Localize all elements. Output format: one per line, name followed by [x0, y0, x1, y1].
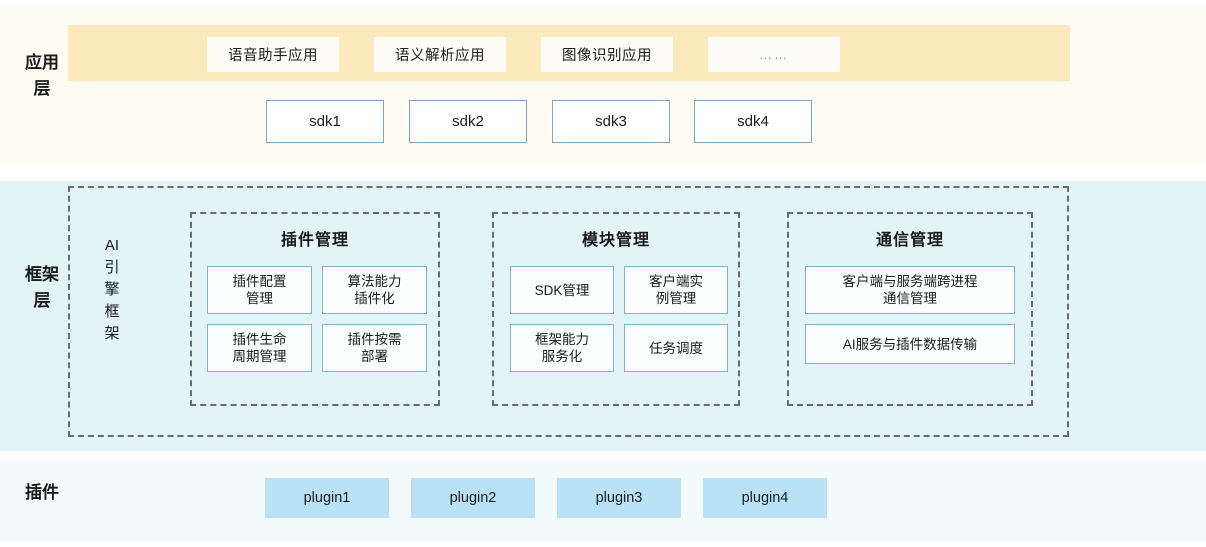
sdk-box-sdk1[interactable]: sdk1 [266, 100, 384, 143]
cell-ai-service-plugin-data-transfer[interactable]: AI服务与插件数据传输 [805, 324, 1015, 364]
app-box-voice-assistant[interactable]: 语音助手应用 [207, 37, 339, 72]
group-module-management: 模块管理 SDK管理 客户端实 例管理 框架能力 服务化 任务调度 [492, 212, 740, 406]
sdk-box-label: sdk4 [737, 113, 769, 130]
ellipsis-label: …… [759, 47, 789, 62]
plugin-box-label: plugin4 [741, 490, 789, 506]
plugin-box-label: plugin2 [449, 490, 497, 506]
group-title: 插件管理 [280, 232, 349, 249]
plugin-box-plugin2[interactable]: plugin2 [411, 478, 535, 518]
plugin-box-label: plugin1 [303, 490, 351, 506]
framework-layer-label: 框架 层 [25, 265, 59, 310]
plugin-box-plugin1[interactable]: plugin1 [265, 478, 389, 518]
plugin-box-plugin4[interactable]: plugin4 [703, 478, 827, 518]
sdk-box-label: sdk2 [452, 113, 484, 130]
sdk-box-sdk3[interactable]: sdk3 [552, 100, 670, 143]
app-box-label: 图像识别应用 [562, 48, 652, 64]
app-box-label: 语义解析应用 [395, 48, 485, 64]
group-plugin-management: 插件管理 插件配置 管理 算法能力 插件化 插件生命 周期管理 插件按需 部署 [190, 212, 440, 406]
cell-plugin-config-management[interactable]: 插件配置 管理 [207, 266, 312, 314]
plugin-box-plugin3[interactable]: plugin3 [557, 478, 681, 518]
ai-engine-framework-label: AI 引 擎 框 架 [104, 237, 120, 342]
cell-client-server-ipc-management[interactable]: 客户端与服务端跨进程 通信管理 [805, 266, 1015, 314]
sdk-box-sdk2[interactable]: sdk2 [409, 100, 527, 143]
group-title: 通信管理 [875, 232, 944, 249]
app-box-image-recognition[interactable]: 图像识别应用 [541, 37, 673, 72]
cell-framework-capability-servicing[interactable]: 框架能力 服务化 [510, 324, 614, 372]
cell-task-scheduling[interactable]: 任务调度 [624, 324, 728, 372]
framework-layer-band [0, 181, 1206, 451]
sdk-box-sdk4[interactable]: sdk4 [694, 100, 812, 143]
cell-client-instance-management[interactable]: 客户端实 例管理 [624, 266, 728, 314]
group-communication-management: 通信管理 客户端与服务端跨进程 通信管理 AI服务与插件数据传输 [787, 212, 1033, 406]
app-box-label: 语音助手应用 [228, 48, 318, 64]
app-box-more-ellipsis[interactable]: …… [708, 37, 840, 72]
cell-plugin-on-demand-deployment[interactable]: 插件按需 部署 [322, 324, 427, 372]
application-layer-label: 应用 层 [25, 53, 59, 98]
ai-engine-framework-container [68, 186, 1069, 437]
plugin-layer-label: 插件 [25, 483, 59, 502]
bottom-divider [0, 540, 1206, 541]
group-title: 模块管理 [581, 232, 650, 249]
sdk-box-label: sdk3 [595, 113, 627, 130]
plugin-box-label: plugin3 [595, 490, 643, 506]
cell-algorithm-capability-pluginization[interactable]: 算法能力 插件化 [322, 266, 427, 314]
cell-sdk-management[interactable]: SDK管理 [510, 266, 614, 314]
sdk-box-label: sdk1 [309, 113, 341, 130]
cell-plugin-lifecycle-management[interactable]: 插件生命 周期管理 [207, 324, 312, 372]
app-box-semantic-parsing[interactable]: 语义解析应用 [374, 37, 506, 72]
